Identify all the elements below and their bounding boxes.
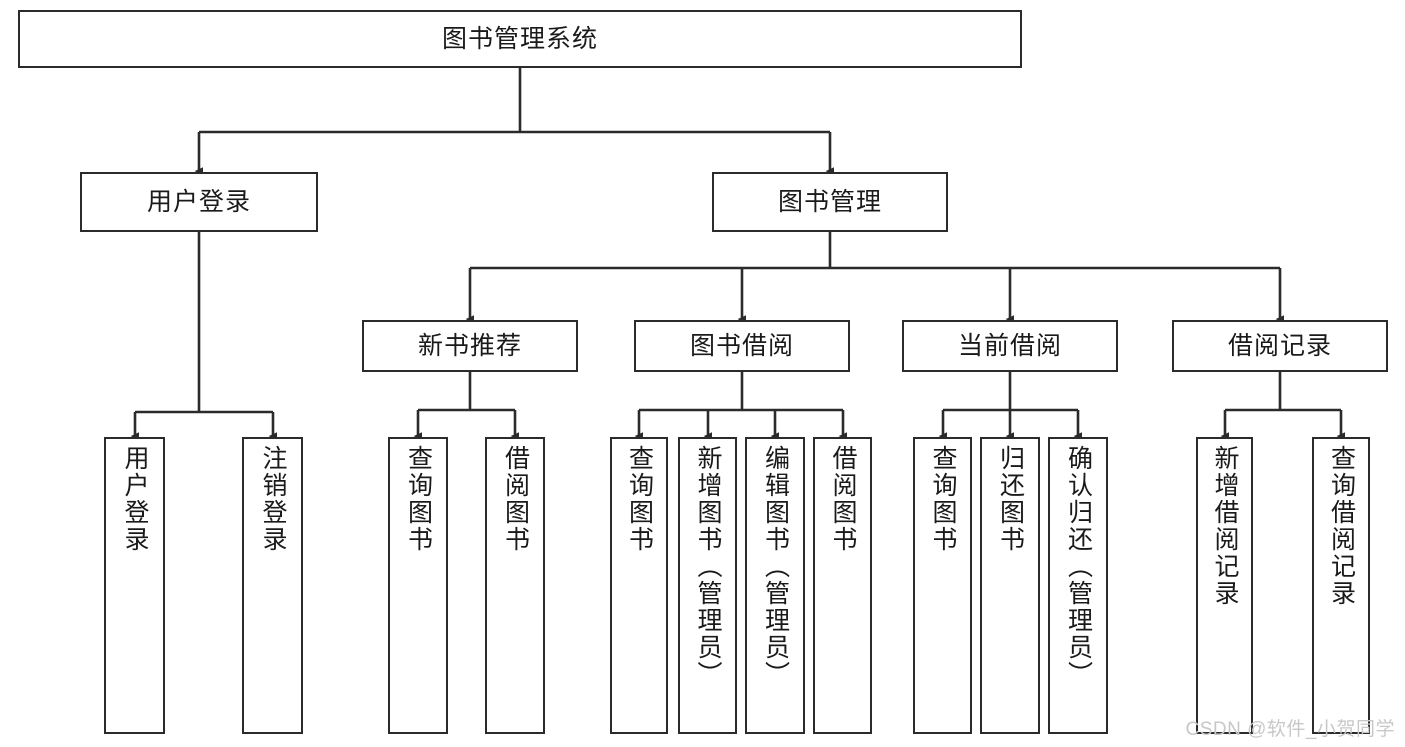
node-label: 图书借阅 — [689, 331, 794, 360]
node-leaf9[interactable]: 查询图书 — [913, 437, 972, 734]
node-label: 借阅记录 — [1227, 331, 1332, 360]
node-label: 用户登录 — [121, 445, 149, 553]
node-label: 查询借阅记录 — [1327, 445, 1356, 607]
node-label: 编辑图书（管理员） — [761, 445, 790, 688]
node-label: 借阅图书 — [829, 445, 857, 553]
node-label: 图书管理系统 — [441, 24, 598, 53]
node-label: 查询图书 — [625, 445, 654, 553]
node-label: 确认归还（管理员） — [1064, 445, 1093, 688]
node-l3d[interactable]: 借阅记录 — [1172, 320, 1388, 372]
node-leaf13[interactable]: 查询借阅记录 — [1312, 437, 1370, 734]
node-label: 图书管理 — [777, 187, 882, 216]
node-label: 查询图书 — [404, 445, 433, 553]
node-label: 新增借阅记录 — [1211, 445, 1239, 607]
node-label: 借阅图书 — [501, 445, 530, 553]
csdn-watermark: CSDN @软件_小贺同学 — [1185, 719, 1395, 740]
node-leaf5[interactable]: 查询图书 — [610, 437, 668, 734]
node-l3c[interactable]: 当前借阅 — [902, 320, 1118, 372]
node-leaf4[interactable]: 借阅图书 — [485, 437, 545, 734]
node-l3b[interactable]: 图书借阅 — [634, 320, 850, 372]
node-leaf11[interactable]: 确认归还（管理员） — [1048, 437, 1108, 734]
node-leaf7[interactable]: 编辑图书（管理员） — [745, 437, 805, 734]
node-label: 新增图书（管理员） — [694, 445, 722, 688]
node-label: 归还图书 — [996, 445, 1025, 553]
node-label: 用户登录 — [146, 187, 251, 216]
node-leaf8[interactable]: 借阅图书 — [813, 437, 872, 734]
node-leaf1[interactable]: 用户登录 — [104, 437, 165, 734]
node-leaf6[interactable]: 新增图书（管理员） — [678, 437, 737, 734]
node-leaf10[interactable]: 归还图书 — [980, 437, 1040, 734]
node-l2a[interactable]: 用户登录 — [80, 172, 318, 232]
node-l3a[interactable]: 新书推荐 — [362, 320, 578, 372]
node-label: 注销登录 — [259, 445, 287, 553]
node-label: 当前借阅 — [957, 331, 1062, 360]
node-leaf12[interactable]: 新增借阅记录 — [1196, 437, 1253, 734]
node-root[interactable]: 图书管理系统 — [18, 10, 1022, 68]
node-label: 查询图书 — [929, 445, 957, 553]
node-leaf3[interactable]: 查询图书 — [388, 437, 448, 734]
node-leaf2[interactable]: 注销登录 — [242, 437, 303, 734]
node-label: 新书推荐 — [417, 331, 522, 360]
node-l2b[interactable]: 图书管理 — [712, 172, 948, 232]
